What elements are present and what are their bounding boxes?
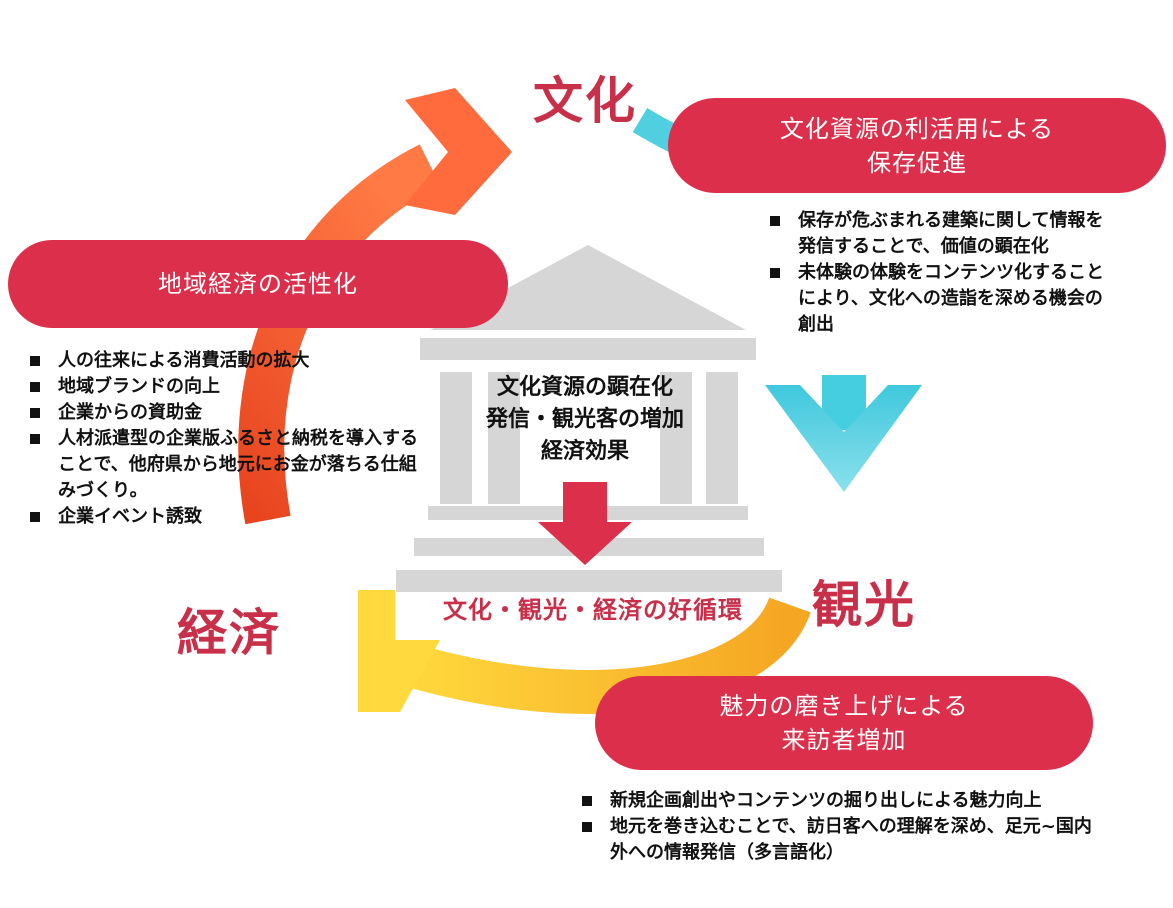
tourism-bullet-list: 新規企画創出やコンテンツの掘り出しによる魅力向上 地元を巻き込むことで、訪日客へ…	[580, 788, 1100, 866]
center-line2: 発信・観光客の増加	[485, 407, 684, 432]
list-item: 企業からの資助金	[28, 400, 428, 426]
tourism-pill: 魅力の磨き上げによる 来訪者増加	[595, 676, 1093, 770]
culture-pill-line2: 保存促進	[867, 148, 967, 177]
economy-pill: 地域経済の活性化	[8, 240, 508, 328]
list-item: 未体験の体験をコンテンツ化することにより、文化への造詣を深める機会の創出	[768, 260, 1118, 338]
culture-pill-line1: 文化資源の利活用による	[779, 114, 1055, 143]
keyword-tourism: 観光	[812, 576, 916, 634]
cycle-label: 文化・観光・経済の好循環	[443, 596, 743, 624]
keyword-culture: 文化	[533, 72, 637, 130]
tourism-pill-line1: 魅力の磨き上げによる	[719, 692, 969, 720]
culture-pill: 文化資源の利活用による 保存促進	[668, 98, 1166, 193]
economy-pill-label: 地域経済の活性化	[158, 270, 358, 298]
economy-bullet-list: 人の往来による消費活動の拡大 地域ブランドの向上 企業からの資助金 人材派遣型の…	[28, 348, 428, 530]
yellow-arrowhead	[358, 590, 440, 712]
list-item: 人の往来による消費活動の拡大	[28, 348, 428, 374]
list-item: 人材派遣型の企業版ふるさと納税を導入することで、他府県から地元にお金が落ちる仕組…	[28, 426, 428, 504]
tourism-pill-line2: 来訪者増加	[781, 726, 907, 754]
orange-arrowhead	[405, 88, 512, 215]
list-item: 新規企画創出やコンテンツの掘り出しによる魅力向上	[580, 788, 1100, 814]
center-down-arrow	[538, 522, 632, 565]
list-item: 保存が危ぶまれる建築に関して情報を発信することで、価値の顕在化	[768, 208, 1118, 260]
culture-bullet-list: 保存が危ぶまれる建築に関して情報を発信することで、価値の顕在化 未体験の体験をコ…	[768, 208, 1118, 338]
center-summary: 文化資源の顕在化 発信・観光客の増加 経済効果	[445, 372, 725, 468]
cyan-arrowhead	[765, 385, 922, 492]
list-item: 企業イベント誘致	[28, 504, 428, 530]
center-line1: 文化資源の顕在化	[496, 375, 673, 400]
list-item: 地域ブランドの向上	[28, 374, 428, 400]
list-item: 地元を巻き込むことで、訪日客への理解を深め、足元~国内外への情報発信（多言語化）	[580, 814, 1100, 866]
keyword-economy: 経済	[177, 604, 281, 662]
center-line3: 経済効果	[540, 439, 629, 464]
